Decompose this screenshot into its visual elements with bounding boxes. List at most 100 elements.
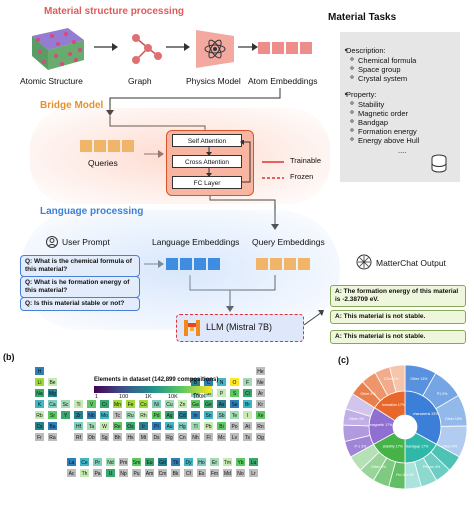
element-cell: At xyxy=(242,421,253,431)
sunburst-inner-label: characteris 33% xyxy=(413,412,440,416)
element-cell: Y xyxy=(60,410,71,420)
element-cell: Pu xyxy=(131,468,142,478)
element-cell: Gd xyxy=(157,457,168,467)
prop-item: Energy above Hull xyxy=(358,136,420,145)
element-cell: No xyxy=(235,468,246,478)
sunburst-outer-label: Other 2% xyxy=(360,392,376,396)
element-cell: Nd xyxy=(105,457,116,467)
element-cell: Db xyxy=(86,432,97,442)
element-cell: As xyxy=(216,399,227,409)
frozen-legend-line xyxy=(262,177,284,179)
element-cell: Ag xyxy=(164,410,175,420)
block-arrows xyxy=(206,147,212,177)
element-cell: Os xyxy=(125,421,136,431)
user-prompt-label: User Prompt xyxy=(62,237,110,247)
arrow-icon xyxy=(238,43,258,51)
graph-icon xyxy=(132,34,162,64)
material-tasks-heading: Material Tasks xyxy=(328,12,397,23)
answer-3: A: This material is not stable. xyxy=(330,330,466,344)
element-cell: Po xyxy=(229,421,240,431)
prop-item: Stability xyxy=(358,100,385,109)
element-cell: Nh xyxy=(190,432,201,442)
element-cell: N xyxy=(216,377,227,387)
element-cell: Ge xyxy=(203,399,214,409)
question-3: Q: Is this material stable or not? xyxy=(20,297,140,311)
arrow-icon xyxy=(94,43,118,51)
element-cell: Zr xyxy=(73,410,84,420)
element-cell: Mn xyxy=(112,399,123,409)
element-cell: Lr xyxy=(248,468,259,478)
element-cell: Lu xyxy=(248,457,259,467)
element-cell: Cf xyxy=(183,468,194,478)
element-cell: Hf xyxy=(73,421,84,431)
element-cell: Li xyxy=(34,377,45,387)
element-cell: Pa xyxy=(92,468,103,478)
element-cell: Au xyxy=(164,421,175,431)
panel-c-label: (c) xyxy=(338,355,349,365)
question-1: Q: What is the chemical formula of this … xyxy=(20,255,140,277)
cross-attention-block: Cross Attention xyxy=(172,155,242,168)
sunburst-outer-label: Other 15% xyxy=(445,417,463,421)
property-label: Property: xyxy=(346,90,377,99)
element-cell: Sm xyxy=(131,457,142,467)
element-cell: Cr xyxy=(99,399,110,409)
matterchat-output-label: MatterChat Output xyxy=(376,258,446,268)
element-cell: Ra xyxy=(47,432,58,442)
element-cell: Ba xyxy=(47,421,58,431)
mistral-logo-icon xyxy=(184,320,200,336)
element-cell: Sc xyxy=(60,399,71,409)
element-cell: Mc xyxy=(216,432,227,442)
sunburst-inner-label: stability 17% xyxy=(383,445,404,449)
ellipsis-label: .... xyxy=(398,146,407,155)
element-cell: Re xyxy=(112,421,123,431)
element-cell: I xyxy=(242,410,253,420)
question-2: Q: What is he formation energy of this m… xyxy=(20,276,140,298)
element-cell: Sb xyxy=(216,410,227,420)
sunburst-outer-label: Prismo 4% xyxy=(423,465,441,469)
desc-item: Chemical formula xyxy=(358,56,417,65)
element-cell: Sn xyxy=(203,410,214,420)
colorbar-tick: 1 xyxy=(95,394,99,400)
query-embeddings-label: Query Embeddings xyxy=(252,237,325,247)
element-cell: He xyxy=(255,366,266,376)
sunburst-center xyxy=(393,415,417,439)
element-cell: Bi xyxy=(216,421,227,431)
desc-item: Space group xyxy=(358,65,401,74)
element-cell: Fm xyxy=(209,468,220,478)
element-cell: Cd xyxy=(177,410,188,420)
prop-item: Magnetic order xyxy=(358,109,409,118)
element-cell: Cn xyxy=(177,432,188,442)
sunburst-outer-label: Other 13% xyxy=(410,377,428,381)
colorbar-tick: 100 xyxy=(119,394,129,400)
sunburst-outer-label: Other 9% xyxy=(442,444,458,448)
sunburst-outer-label: P1 2% xyxy=(437,392,448,396)
element-cell: Cm xyxy=(157,468,168,478)
element-cell: Mg xyxy=(47,388,58,398)
sunburst-outer-label: Other 4% xyxy=(349,417,365,421)
element-cell: La xyxy=(66,457,77,467)
element-cell: Zn xyxy=(177,399,188,409)
fc-layer-block: FC Layer xyxy=(172,176,242,189)
sunburst-inner-label: bandgap 17% xyxy=(406,445,429,449)
element-cell: Tc xyxy=(112,410,123,420)
prop-item: Formation energy xyxy=(358,127,417,136)
element-cell: Ds xyxy=(151,432,162,442)
sunburst-outer-label: Fm-3m 3% xyxy=(396,473,414,477)
sunburst-chart: characteris 33%bandgap 17%stability 17%m… xyxy=(342,364,468,490)
element-cell: Cu xyxy=(164,399,175,409)
language-processing-heading: Language processing xyxy=(40,206,144,217)
element-cell: Kr xyxy=(255,399,266,409)
element-cell: Hg xyxy=(177,421,188,431)
bridge-model-heading: Bridge Model xyxy=(40,100,104,111)
colorbar-tick: 100K xyxy=(193,394,206,400)
element-cell: Cs xyxy=(34,421,45,431)
physics-model-label: Physics Model xyxy=(186,76,241,86)
element-cell: P xyxy=(216,388,227,398)
colorbar-tick: 10K xyxy=(168,394,178,400)
element-cell: Pd xyxy=(151,410,162,420)
element-cell: Pr xyxy=(92,457,103,467)
graph-label: Graph xyxy=(128,76,152,86)
element-cell: Pb xyxy=(203,421,214,431)
element-cell: Es xyxy=(196,468,207,478)
element-cell: Mt xyxy=(138,432,149,442)
